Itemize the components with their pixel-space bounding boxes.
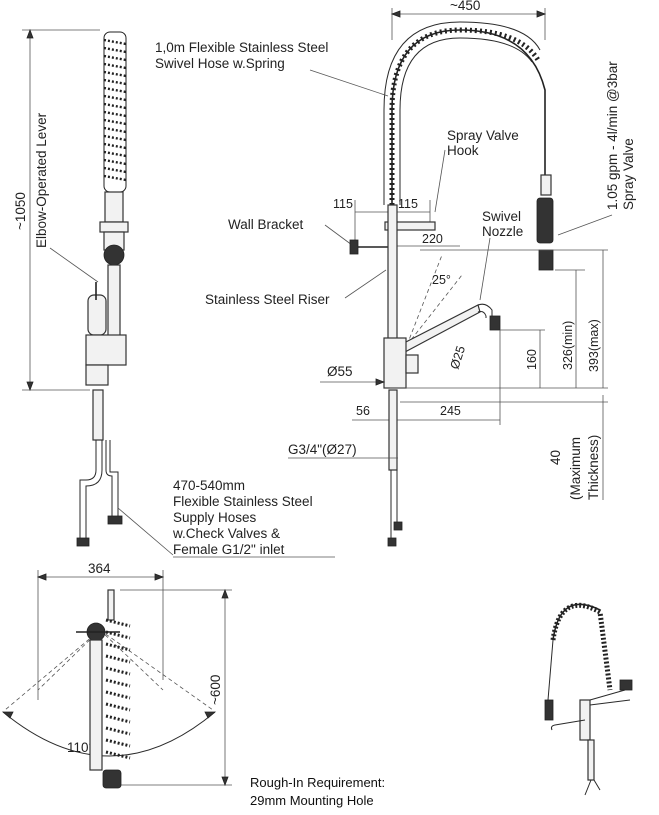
- label-hose-2: Swivel Hose w.Spring: [155, 56, 285, 71]
- dim-height-393: 393(max): [587, 319, 601, 372]
- label-flow-1: 1.05 gpm - 4l/min @3bar: [605, 61, 620, 210]
- label-elbow-lever: Elbow-Operated Lever: [34, 112, 49, 248]
- dim-bracket-right: 115: [398, 197, 418, 211]
- label-swivel-1: Swivel: [482, 209, 521, 224]
- dim-plan-600: ~600: [208, 675, 223, 705]
- note-rough-in-2: 29mm Mounting Hole: [250, 793, 374, 808]
- dim-bracket-left: 115: [333, 197, 353, 211]
- dim-plan-364: 364: [88, 561, 111, 576]
- dim-base-56: 56: [356, 404, 370, 418]
- dim-height-total: ~1050: [13, 192, 28, 230]
- dim-spout-220: 220: [422, 232, 443, 246]
- dim-dia-55: Ø55: [327, 364, 353, 379]
- dim-reach-245: 245: [440, 404, 461, 418]
- label-flow-2: Spray Valve: [621, 138, 636, 210]
- side-spring: [103, 38, 127, 182]
- label-supply-3: Supply Hoses: [173, 510, 257, 525]
- dim-height-160: 160: [525, 349, 539, 370]
- label-wall-bracket: Wall Bracket: [228, 217, 304, 232]
- dim-dia-25: Ø25: [448, 344, 469, 371]
- side-view: ~1050 Elbow-Operated Lever: [13, 28, 129, 547]
- label-riser: Stainless Steel Riser: [205, 292, 330, 307]
- label-spray-hook-2: Hook: [447, 143, 479, 158]
- perspective-thumbnail: [544, 602, 633, 796]
- dim-angle-25: 25°: [432, 273, 451, 287]
- label-spray-hook-1: Spray Valve: [447, 128, 519, 143]
- dim-max-thickness-3: Thickness): [586, 435, 601, 500]
- label-hose-1: 1,0m Flexible Stainless Steel: [155, 40, 328, 55]
- label-supply-2: Flexible Stainless Steel: [173, 494, 313, 509]
- dim-width-top: ~450: [450, 0, 480, 13]
- label-supply-5: Female G1/2" inlet: [173, 542, 285, 557]
- dim-max-thickness-1: 40: [548, 450, 563, 465]
- plan-view: 364 ~600 110°: [1, 561, 232, 789]
- note-rough-in-1: Rough-In Requirement:: [250, 775, 385, 790]
- front-view: ~450 1,0m Flexible Stainless Steel Swive…: [117, 0, 636, 558]
- dim-max-thickness-2: (Maximum: [568, 437, 583, 500]
- label-supply-1: 470-540mm: [173, 478, 245, 493]
- dim-swing-110: 110°: [67, 740, 94, 755]
- label-swivel-2: Nozzle: [482, 224, 523, 239]
- label-supply-4: w.Check Valves &: [172, 526, 280, 541]
- dim-thread: G3/4"(Ø27): [288, 442, 357, 457]
- dim-height-326: 326(min): [561, 321, 575, 370]
